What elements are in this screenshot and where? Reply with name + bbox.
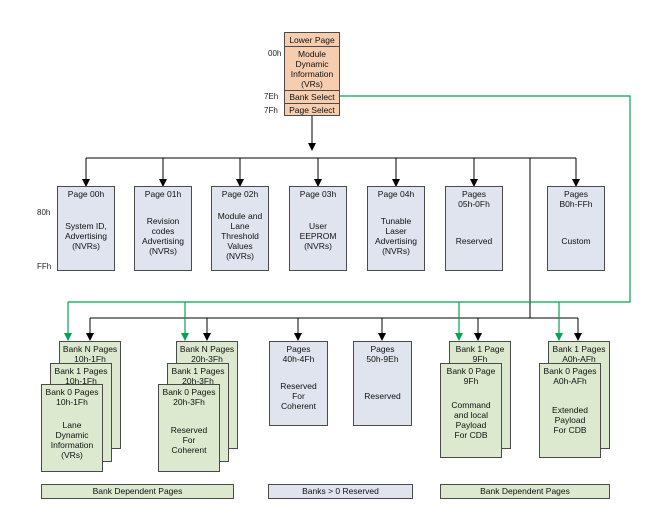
- address-00h: 00h: [268, 49, 282, 58]
- lower-page-block: Lower Page Module Dynamic Information (V…: [284, 32, 340, 116]
- upper-page-04h: Page 04h Tunable Laser Advertising (NVRs…: [367, 186, 425, 271]
- bank-select-register: Bank Select: [289, 92, 335, 102]
- stack-title: Bank N Pages 20h-3Fh: [179, 344, 235, 364]
- stack-body: Command and local Payload For CDB: [451, 399, 491, 440]
- stack-title: Bank 1 Pages A0h-AFh: [552, 344, 606, 364]
- upper-page-03h: Page 03h User EEPROM (NVRs): [289, 186, 347, 271]
- upper-page-00h: Page 00h System ID, Advertising (NVRs): [57, 186, 115, 271]
- address-80h: 80h: [37, 208, 51, 217]
- page-body: User EEPROM (NVRs): [299, 220, 337, 251]
- bank-0-pages-20h-3fh: Bank 0 Pages 20h-3Fh Reserved For Cohere…: [158, 384, 220, 472]
- stack-title: Bank 0 Pages 20h-3Fh: [162, 387, 216, 407]
- page-body: Module and Lane Threshold Values (NVRs): [217, 210, 263, 261]
- page-title: Page 00h: [67, 189, 105, 199]
- page-title: Page 03h: [299, 189, 337, 199]
- pages-40h-4fh: Pages 40h-4Fh Reserved For Coherent: [269, 341, 328, 426]
- stack-title: Bank 1 Page 9Fh: [455, 344, 505, 364]
- upper-page-02h: Page 02h Module and Lane Threshold Value…: [211, 186, 269, 271]
- lower-page-title: Lower Page: [289, 35, 335, 45]
- page-select-register: Page Select: [289, 105, 335, 115]
- stack-title: Bank 1 Pages 20h-3Fh: [171, 366, 225, 386]
- page-body: Reserved: [455, 235, 493, 246]
- stack-body: Extended Payload For CDB: [552, 404, 588, 435]
- page-title: Pages B0h-FFh: [559, 189, 593, 209]
- stack-title: Bank N Pages 10h-1Fh: [62, 344, 118, 364]
- upper-pages-05h-0fh: Pages 05h-0Fh Reserved: [445, 186, 503, 271]
- pages-50h-9eh: Pages 50h-9Eh Reserved: [353, 341, 412, 426]
- bank-0-pages-10h-1fh: Bank 0 Pages 10h-1Fh Lane Dynamic Inform…: [41, 384, 103, 472]
- page-body: Reserved For Coherent: [280, 380, 317, 411]
- stack-title: Bank 0 Page 9Fh: [446, 366, 496, 386]
- page-body: Reserved: [364, 390, 401, 401]
- lower-page-body: Module Dynamic Information (VRs): [290, 49, 334, 89]
- page-title: Page 02h: [221, 189, 259, 199]
- page-body: Tunable Laser Advertising (NVRs): [374, 215, 418, 256]
- address-7fh: 7Fh: [264, 106, 278, 115]
- upper-page-01h: Page 01h Revision codes Advertising (NVR…: [134, 186, 192, 271]
- footer-bank-dependent-right: Bank Dependent Pages: [440, 484, 610, 499]
- page-title: Page 04h: [377, 189, 415, 199]
- bank-0-page-9fh: Bank 0 Page 9Fh Command and local Payloa…: [440, 363, 502, 458]
- page-title: Pages 50h-9Eh: [366, 344, 399, 364]
- stack-body: Reserved For Coherent: [170, 425, 208, 455]
- stack-title: Bank 1 Pages 10h-1Fh: [54, 366, 108, 386]
- page-body: System ID, Advertising (NVRs): [64, 220, 108, 251]
- page-title: Page 01h: [144, 189, 182, 199]
- footer-bank-dependent-left: Bank Dependent Pages: [41, 484, 234, 499]
- page-title: Pages 40h-4Fh: [282, 344, 315, 364]
- stack-title: Bank 0 Pages 10h-1Fh: [45, 387, 99, 407]
- address-7eh: 7Eh: [264, 92, 279, 101]
- upper-pages-b0h-ffh: Pages B0h-FFh Custom: [547, 186, 605, 271]
- address-ffh: FFh: [37, 262, 52, 271]
- stack-title: Bank 0 Pages A0h-AFh: [543, 366, 597, 386]
- page-body: Revision codes Advertising (NVRs): [141, 215, 185, 256]
- page-body: Custom: [561, 235, 591, 246]
- page-title: Pages 05h-0Fh: [458, 189, 490, 209]
- bank-0-pages-a0h-afh: Bank 0 Pages A0h-AFh Extended Payload Fo…: [539, 363, 601, 458]
- stack-body: Lane Dynamic Information (VRs): [50, 420, 94, 460]
- footer-banks-reserved: Banks > 0 Reserved: [268, 484, 413, 499]
